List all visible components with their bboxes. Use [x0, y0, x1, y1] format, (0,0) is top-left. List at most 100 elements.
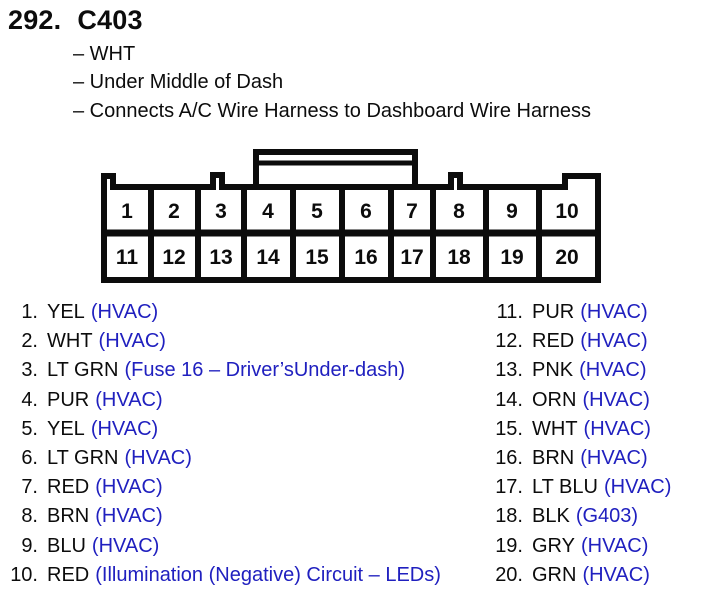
pin-row-6: 6.LT GRN(HVAC): [5, 444, 441, 473]
pin-number: 3.: [21, 359, 38, 382]
pin-circuit: (HVAC): [580, 447, 648, 470]
note-location: – Under Middle of Dash: [73, 71, 284, 94]
pin-circuit: (HVAC): [579, 359, 647, 382]
pin-number: 14.: [495, 388, 523, 411]
pin-row-3: 3. LT GRN(Fuse 16 – Driver’sUnder-dash): [5, 356, 441, 385]
pin-circuit: (HVAC): [91, 534, 160, 557]
pin-cell-19: 19: [500, 246, 523, 269]
pin-wire-color: BLU: [47, 534, 86, 557]
pin-cell-1: 1: [121, 200, 133, 223]
pin-row-8: 8. BRN(HVAC): [5, 502, 441, 531]
connector-housing-outline: [101, 172, 601, 283]
pin-list-right: 11.PUR(HVAC) 12.RED(HVAC) 13.PNK(HVAC) 1…: [485, 298, 671, 590]
pin-number: 11.: [496, 301, 523, 323]
pin-number: 20.: [495, 563, 523, 586]
note-function: – Connects A/C Wire Harness to Dashboard…: [73, 99, 591, 122]
pin-row-2: 2. WHT(HVAC): [5, 327, 441, 356]
pin-cell-17: 17: [400, 246, 423, 269]
pin-wire-color: GRY: [532, 534, 575, 557]
pin-wire-color: LT GRN: [47, 359, 119, 382]
pin-wire-color: ORN: [532, 388, 577, 411]
pin-row-12: 12.RED(HVAC): [485, 327, 671, 356]
pin-wire-color: BRN: [532, 447, 575, 470]
pin-number: 13.: [495, 359, 523, 382]
pin-number: 1.: [21, 301, 38, 323]
pin-circuit: (HVAC): [95, 505, 163, 528]
pin-cell-9: 9: [506, 200, 518, 223]
connector-diagram: 1 2 3 4 5 6 7 8 9 10 11 12 13 14 15 16 1…: [101, 149, 601, 283]
pin-row-1: 1. YEL(HVAC): [5, 298, 441, 327]
pin-numbers: 1 2 3 4 5 6 7 8 9 10 11 12 13 14 15 16 1…: [116, 200, 579, 269]
pin-cell-6: 6: [360, 200, 372, 223]
pin-list-left: 1.YEL(HVAC) 2.WHT(HVAC) 3.LT GRN(Fuse 16…: [5, 298, 441, 590]
pin-row-14: 14. ORN(HVAC): [485, 386, 671, 415]
pin-number: 19.: [495, 534, 523, 557]
pin-wire-color: RED: [47, 476, 90, 499]
pin-row-15: 15.WHT(HVAC): [485, 415, 671, 444]
connector-notes: – WHT – Under Middle of Dash – Connects …: [73, 40, 591, 125]
pin-row-4: 4.PUR(HVAC): [5, 386, 441, 415]
pin-number: 8.: [21, 505, 38, 528]
pin-cell-2: 2: [168, 200, 180, 223]
pin-row-18: 18. BLK(G403): [485, 502, 671, 531]
note-wire-color: – WHT: [73, 43, 136, 65]
pin-number: 17.: [495, 476, 523, 499]
pin-number: 12.: [495, 330, 523, 353]
pin-circuit: (HVAC): [580, 330, 648, 353]
pin-circuit: (G403): [575, 505, 639, 528]
pin-row-5: 5. YEL(HVAC): [5, 415, 441, 444]
pin-row-13: 13. PNK(HVAC): [485, 356, 671, 385]
pin-cell-18: 18: [447, 246, 471, 269]
connector-id: C403: [77, 5, 143, 35]
pin-cell-14: 14: [256, 246, 280, 269]
pin-circuit: (HVAC): [582, 563, 650, 586]
pin-wire-color: PNK: [532, 359, 574, 382]
pin-cell-20: 20: [555, 246, 578, 269]
connector-latch-tab: [253, 149, 418, 190]
pin-circuit: (HVAC): [98, 330, 166, 353]
pin-number: 9.: [21, 534, 38, 557]
page-title: 292. C403: [8, 5, 143, 36]
pin-number: 6.: [21, 447, 38, 470]
pin-wire-color: PUR: [532, 301, 575, 323]
pin-wire-color: WHT: [47, 330, 93, 353]
pin-cell-4: 4: [262, 200, 274, 223]
pin-wire-color: YEL: [47, 301, 85, 323]
pin-wire-color: BRN: [47, 505, 90, 528]
pin-circuit: (HVAC): [580, 301, 648, 323]
pin-cell-11: 11: [116, 246, 139, 269]
pin-circuit: (HVAC): [124, 447, 192, 470]
pin-wire-color: YEL: [47, 417, 85, 440]
pin-circuit: (HVAC): [603, 476, 672, 499]
pin-row-16: 16.BRN(HVAC): [485, 444, 671, 473]
pin-cell-13: 13: [209, 246, 232, 269]
pin-row-19: 19. GRY(HVAC): [485, 532, 671, 561]
pin-wire-color: WHT: [532, 417, 578, 440]
pin-wire-color: LT BLU: [532, 476, 598, 499]
pin-cell-8: 8: [453, 200, 465, 223]
pin-cell-12: 12: [162, 246, 185, 269]
pin-wire-color: PUR: [47, 388, 90, 411]
pin-number: 18.: [495, 505, 523, 528]
pin-circuit: (HVAC): [580, 534, 649, 557]
pin-row-17: 17. LT BLU(HVAC): [485, 473, 671, 502]
pin-cell-16: 16: [354, 246, 377, 269]
pin-number: 15.: [495, 417, 523, 440]
pin-number: 2.: [21, 330, 38, 353]
pin-number: 7.: [21, 476, 38, 499]
pin-number: 5.: [21, 417, 38, 440]
pin-row-9: 9. BLU(HVAC): [5, 532, 441, 561]
pin-circuit: (Fuse 16 – Driver’sUnder-dash): [124, 359, 405, 382]
pin-row-20: 20. GRN(HVAC): [485, 561, 671, 590]
pin-circuit: (HVAC): [582, 388, 650, 411]
pin-wire-color: BLK: [532, 505, 570, 528]
pin-circuit: (Illumination (Negative) Circuit – LEDs): [95, 563, 441, 586]
pin-number: 10.: [10, 563, 38, 586]
pin-cell-7: 7: [406, 200, 418, 223]
pin-circuit: (HVAC): [90, 301, 159, 323]
pin-row-11: 11. PUR(HVAC): [485, 298, 671, 327]
entry-number: 292.: [8, 5, 62, 35]
pin-circuit: (HVAC): [90, 417, 159, 440]
pin-wire-color: GRN: [532, 563, 577, 586]
pin-number: 4.: [21, 388, 38, 411]
